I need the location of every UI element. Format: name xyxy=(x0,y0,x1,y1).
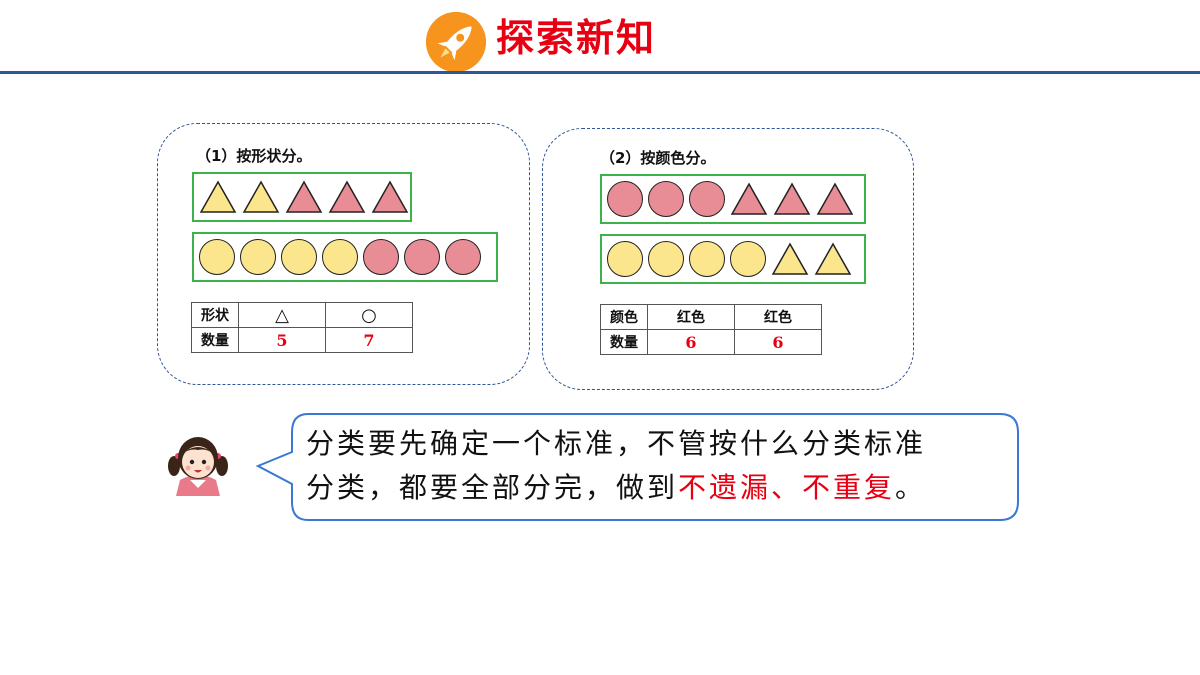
triangle-group xyxy=(192,172,412,222)
circle-group xyxy=(192,232,498,282)
yellow-circle xyxy=(281,239,317,275)
pink-triangle xyxy=(285,180,323,213)
yellow-triangle xyxy=(814,242,852,275)
panel-by-color xyxy=(542,128,914,390)
panel-by-shape xyxy=(157,123,530,385)
color-count-table: 颜色 红色 红色 数量 6 6 xyxy=(600,304,822,355)
red-group xyxy=(600,174,866,224)
pink-circle xyxy=(445,239,481,275)
color-col-1: 红色 xyxy=(647,304,735,330)
yellow-circle xyxy=(322,239,358,275)
speech-line-2-text: 分类，都要全部分完，做到 xyxy=(306,471,679,504)
yellow-circle xyxy=(607,241,643,277)
color-count-2: 6 xyxy=(734,329,822,355)
girl-avatar xyxy=(166,430,230,496)
pink-triangle xyxy=(730,182,768,215)
triangle-count: 5 xyxy=(238,327,326,353)
speech-line-2: 分类，都要全部分完，做到不遗漏、不重复。 xyxy=(306,466,1016,510)
pink-circle xyxy=(648,181,684,217)
speech-line-1: 分类要先确定一个标准，不管按什么分类标准 xyxy=(306,427,927,460)
pink-circle xyxy=(689,181,725,217)
speech-line-2-end: 。 xyxy=(895,471,927,504)
circle-count: 7 xyxy=(325,327,413,353)
speech-text: 分类要先确定一个标准，不管按什么分类标准 分类，都要全部分完，做到不遗漏、不重复… xyxy=(306,422,1016,510)
header-divider xyxy=(0,71,1200,74)
yellow-circle xyxy=(648,241,684,277)
yellow-triangle xyxy=(771,242,809,275)
yellow-circle xyxy=(689,241,725,277)
row-label-color: 颜色 xyxy=(600,304,648,330)
yellow-circle xyxy=(240,239,276,275)
color-count-1: 6 xyxy=(647,329,735,355)
yellow-triangle xyxy=(199,180,237,213)
yellow-group xyxy=(600,234,866,284)
pink-triangle xyxy=(816,182,854,215)
color-col-2: 红色 xyxy=(734,304,822,330)
triangle-symbol: △ xyxy=(238,302,326,328)
row-label-shape: 形状 xyxy=(191,302,239,328)
circle-symbol: ○ xyxy=(325,302,413,328)
yellow-circle xyxy=(730,241,766,277)
page-title: 探索新知 xyxy=(496,16,657,60)
pink-triangle xyxy=(371,180,409,213)
yellow-triangle xyxy=(242,180,280,213)
yellow-circle xyxy=(199,239,235,275)
pink-triangle xyxy=(328,180,366,213)
pink-triangle xyxy=(773,182,811,215)
pink-circle xyxy=(404,239,440,275)
speech-highlight: 不遗漏、不重复 xyxy=(678,471,896,504)
row-label-count: 数量 xyxy=(600,329,648,355)
panel-by-shape-title: （1）按形状分。 xyxy=(196,147,312,165)
pink-circle xyxy=(363,239,399,275)
panel-by-color-title: （2）按颜色分。 xyxy=(600,149,716,167)
rocket-icon xyxy=(426,12,486,72)
row-label-count: 数量 xyxy=(191,327,239,353)
speech-bubble xyxy=(255,412,1020,522)
shape-count-table: 形状 △ ○ 数量 5 7 xyxy=(191,302,413,353)
pink-circle xyxy=(607,181,643,217)
